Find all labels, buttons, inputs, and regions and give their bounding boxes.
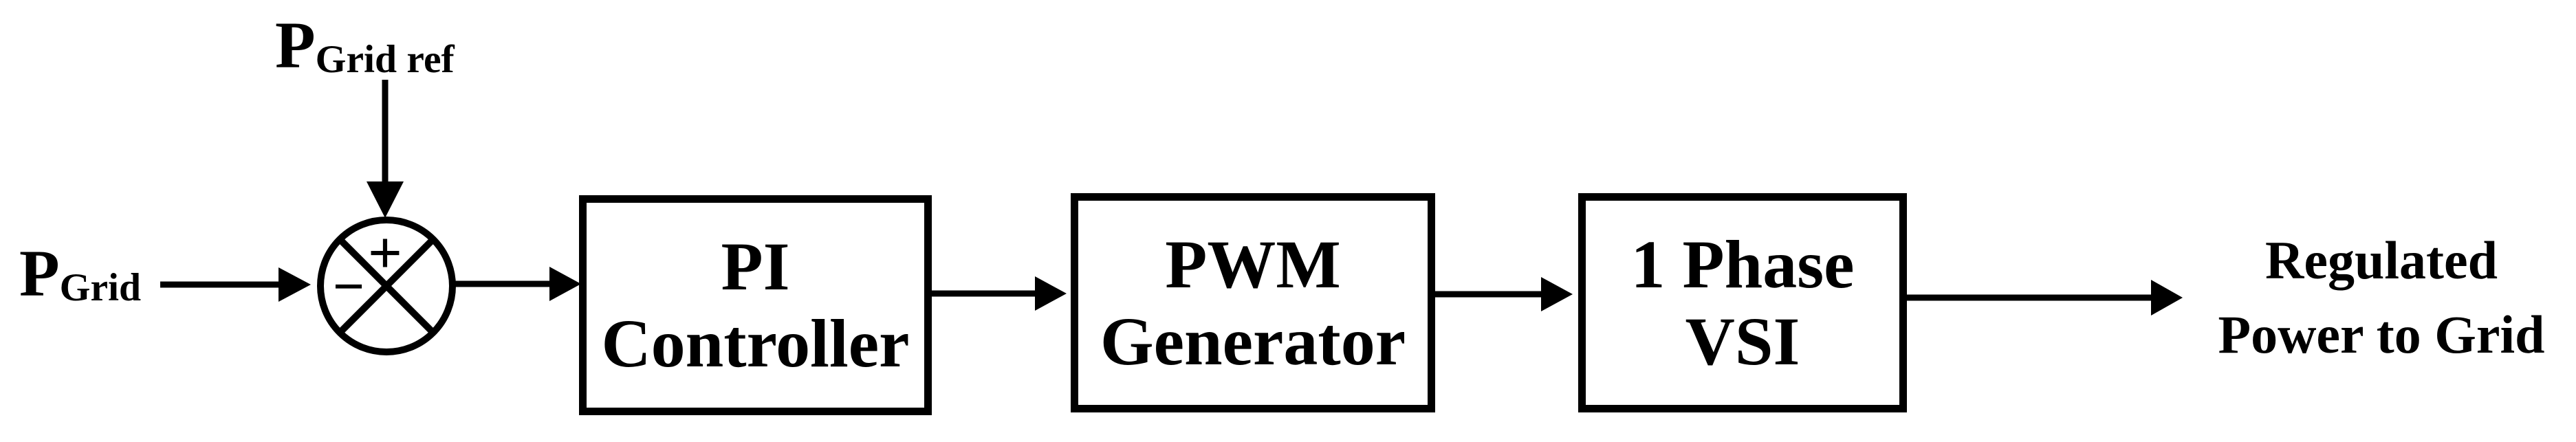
- label-p-grid-ref: PGrid ref: [275, 12, 455, 80]
- block-pwm-generator-line-2: Generator: [1100, 302, 1406, 379]
- summing-junction-diagonal-2: [338, 237, 435, 335]
- label-p-grid-ref-subscript: Grid ref: [315, 37, 455, 81]
- block-pi-controller-line-1: PI: [721, 228, 790, 305]
- summing-plus-sign: +: [367, 220, 403, 287]
- p-grid-arrowhead: [279, 267, 311, 302]
- output-arrowhead: [2151, 280, 2183, 316]
- label-regulated-power-to-grid: Regulated Power to Grid: [2187, 223, 2576, 371]
- block-pwm-generator: PWM Generator: [1071, 193, 1435, 412]
- block-pwm-generator-line-1: PWM: [1165, 225, 1341, 302]
- block-one-phase-vsi-line-2: VSI: [1685, 302, 1800, 379]
- label-output-line-1: Regulated: [2265, 230, 2498, 290]
- block-one-phase-vsi-line-1: 1 Phase: [1630, 225, 1855, 302]
- label-p-grid-base: P: [19, 236, 60, 310]
- error-arrowhead: [549, 267, 581, 301]
- pi-to-pwm-arrowhead: [1035, 276, 1067, 311]
- label-output-line-2: Power to Grid: [2218, 304, 2545, 364]
- pwm-to-vsi-arrowhead: [1541, 277, 1573, 311]
- label-p-grid-ref-base: P: [275, 8, 316, 82]
- grid-ref-arrowhead: [367, 181, 404, 218]
- block-pi-controller-line-2: Controller: [601, 305, 910, 382]
- block-one-phase-vsi: 1 Phase VSI: [1578, 193, 1907, 412]
- block-pi-controller: PI Controller: [579, 195, 932, 415]
- label-p-grid-subscript: Grid: [59, 265, 142, 309]
- summing-minus-sign: −: [332, 255, 365, 318]
- label-p-grid: PGrid: [19, 241, 141, 308]
